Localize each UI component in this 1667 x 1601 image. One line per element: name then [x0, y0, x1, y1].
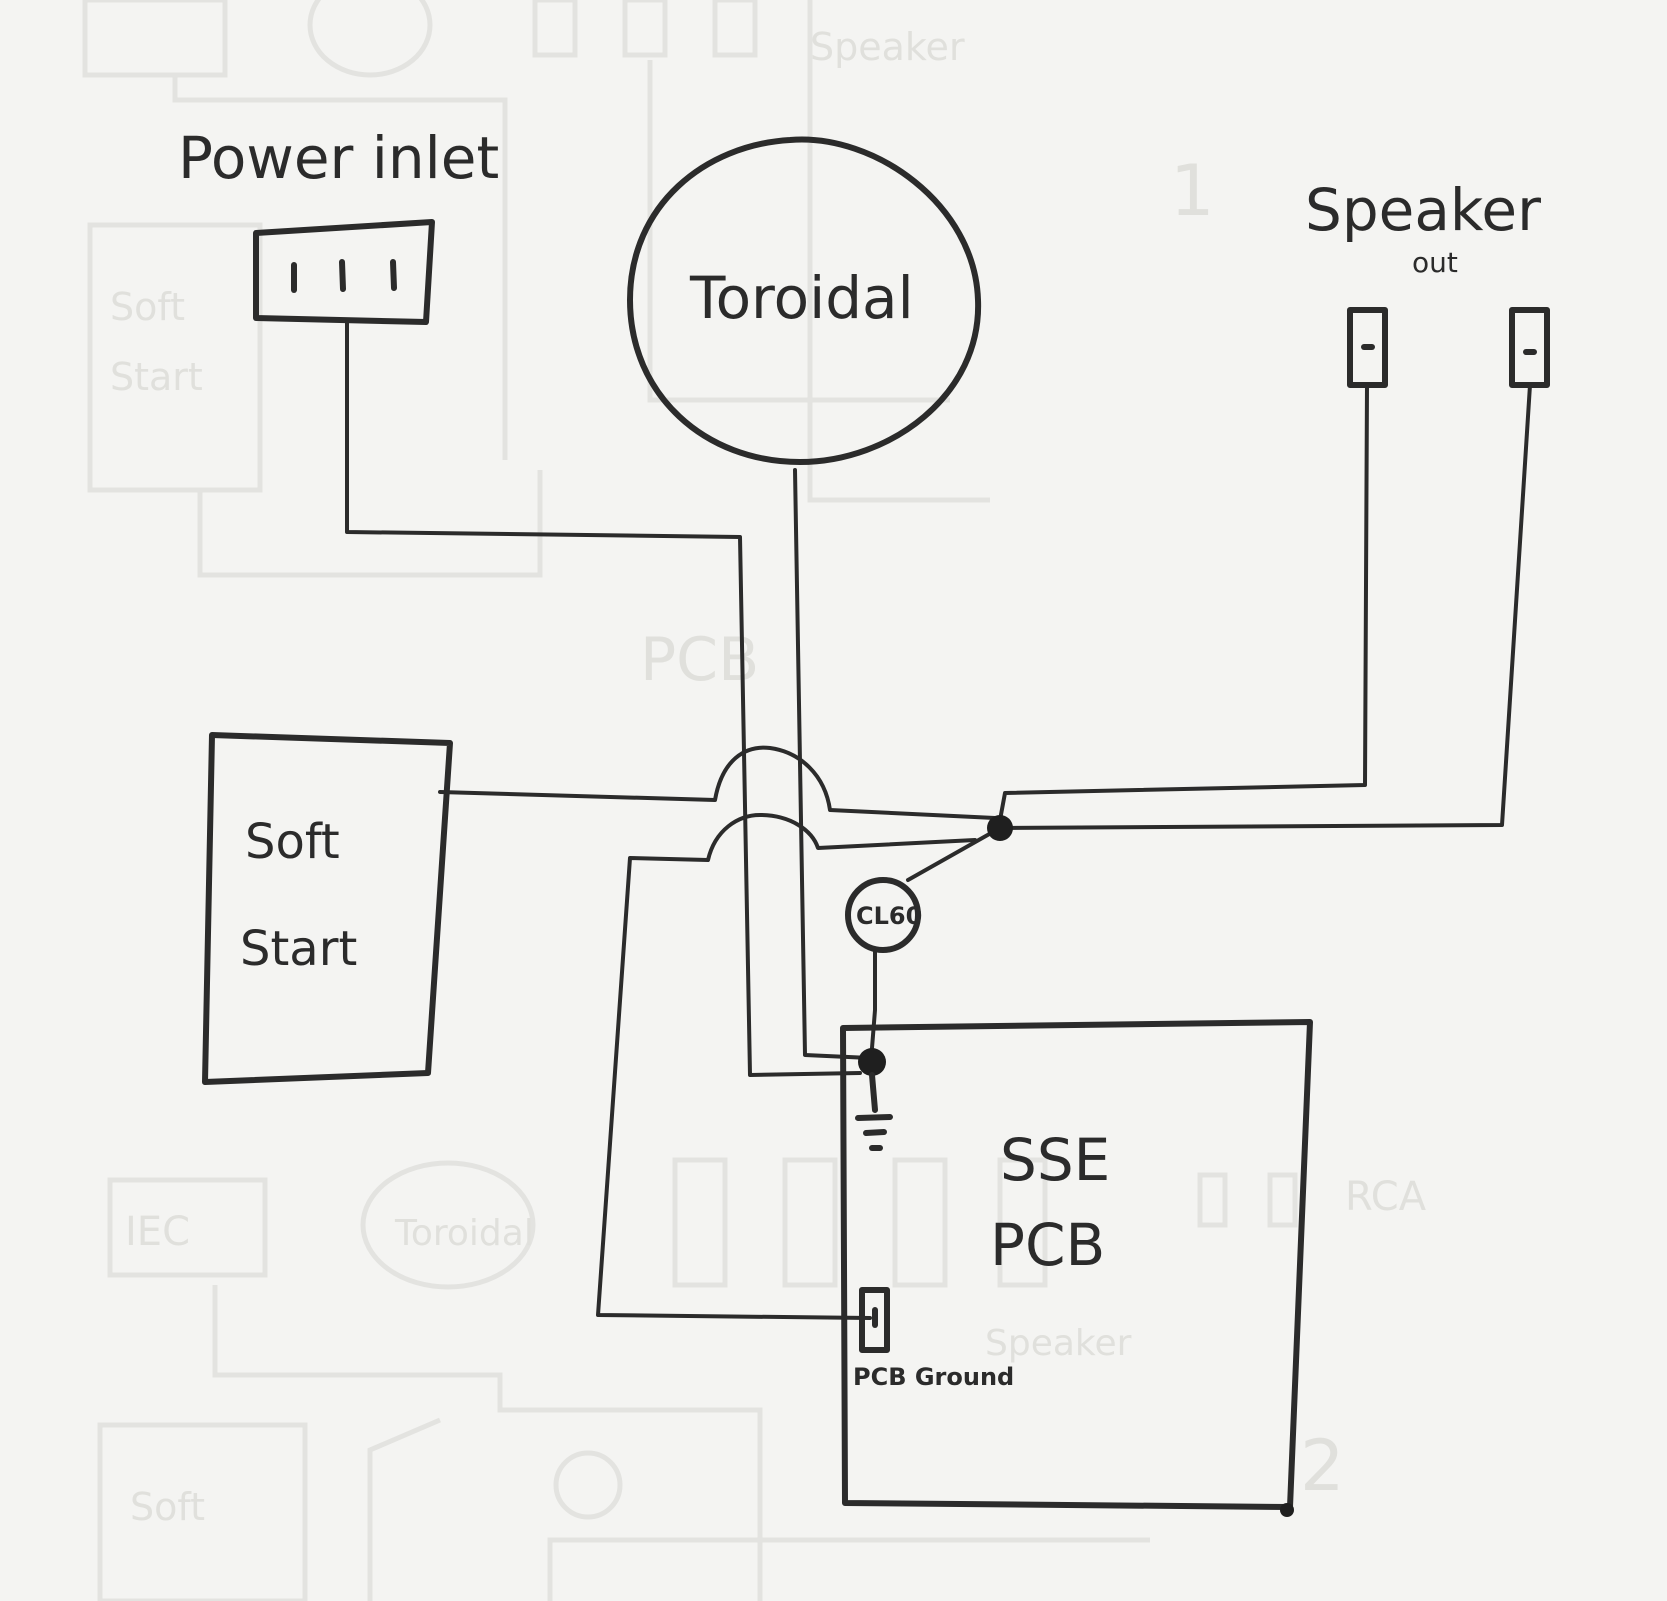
- wire-pcb-ground-return: [596, 813, 977, 1320]
- star-ground-dot: [858, 1048, 886, 1076]
- ground-symbol-bar-2: [863, 1129, 887, 1136]
- power-inlet-socket: [253, 219, 435, 325]
- speaker-junction-dot: [987, 815, 1013, 841]
- wire-toroidal-lead: [793, 468, 872, 1060]
- svg-text:PCB: PCB: [640, 625, 759, 695]
- ground-symbol-bar-1: [855, 1114, 893, 1121]
- speaker-out: Speaker out: [1305, 176, 1550, 388]
- toroidal-label: Toroidal: [689, 264, 914, 332]
- speaker-label: Speaker: [1305, 176, 1541, 244]
- wire-speaker-left: [998, 383, 1369, 822]
- sse-pcb: SSE PCB: [840, 1019, 1313, 1517]
- ground-symbol: [855, 1072, 893, 1151]
- cl60-thermistor: CL60: [845, 877, 922, 953]
- speaker-terminal-right: [1509, 307, 1550, 388]
- soft-start-box: [202, 732, 453, 1085]
- inlet-pin-2: [339, 259, 346, 292]
- pcb-ground-terminal: PCB Ground: [853, 1287, 1014, 1391]
- svg-text:Soft: Soft: [130, 1485, 205, 1529]
- cl60-outline: [845, 877, 921, 953]
- soft-start-module: Soft Start: [202, 732, 453, 1085]
- wire-speaker-right: [1003, 383, 1532, 830]
- svg-text:Toroidal: Toroidal: [394, 1213, 534, 1254]
- soft-start-label-line2: Start: [240, 921, 357, 977]
- inlet-pin-3: [390, 259, 397, 291]
- sse-pcb-label-line1: SSE: [1000, 1126, 1110, 1194]
- power-inlet-label: Power inlet: [178, 124, 499, 192]
- wire-inlet-earth: [345, 320, 862, 1077]
- soft-start-label-line1: Soft: [245, 814, 340, 870]
- svg-text:2: 2: [1300, 1425, 1345, 1507]
- svg-text:1: 1: [1170, 150, 1215, 232]
- svg-text:Soft: Soft: [110, 285, 185, 329]
- power-inlet: Power inlet: [178, 124, 499, 325]
- ground-symbol-stem: [869, 1072, 878, 1113]
- pcb-ground-connector: [859, 1287, 890, 1353]
- toroidal-outline: [627, 136, 982, 465]
- wire-junction-to-cl60: [906, 826, 1002, 882]
- wire-soft-start: [438, 745, 997, 820]
- svg-text:Speaker: Speaker: [985, 1323, 1132, 1364]
- svg-text:Start: Start: [110, 355, 203, 399]
- sse-pcb-label-line2: PCB: [990, 1211, 1105, 1279]
- cl60-label: CL60: [856, 902, 922, 930]
- wires: [345, 320, 1532, 1320]
- svg-text:RCA: RCA: [1345, 1174, 1427, 1220]
- svg-text:IEC: IEC: [125, 1209, 190, 1255]
- pcb-corner-mark: [1280, 1503, 1294, 1517]
- bleed-through-marks: PCB 1 2 IEC Toroidal RCA Speaker Soft St…: [82, 0, 1427, 1601]
- speaker-out-label: out: [1412, 246, 1458, 279]
- pcb-ground-label: PCB Ground: [853, 1363, 1014, 1391]
- wire-cl60-to-ground: [870, 948, 877, 1050]
- svg-text:Speaker: Speaker: [810, 25, 965, 69]
- toroidal-transformer: Toroidal: [627, 136, 982, 465]
